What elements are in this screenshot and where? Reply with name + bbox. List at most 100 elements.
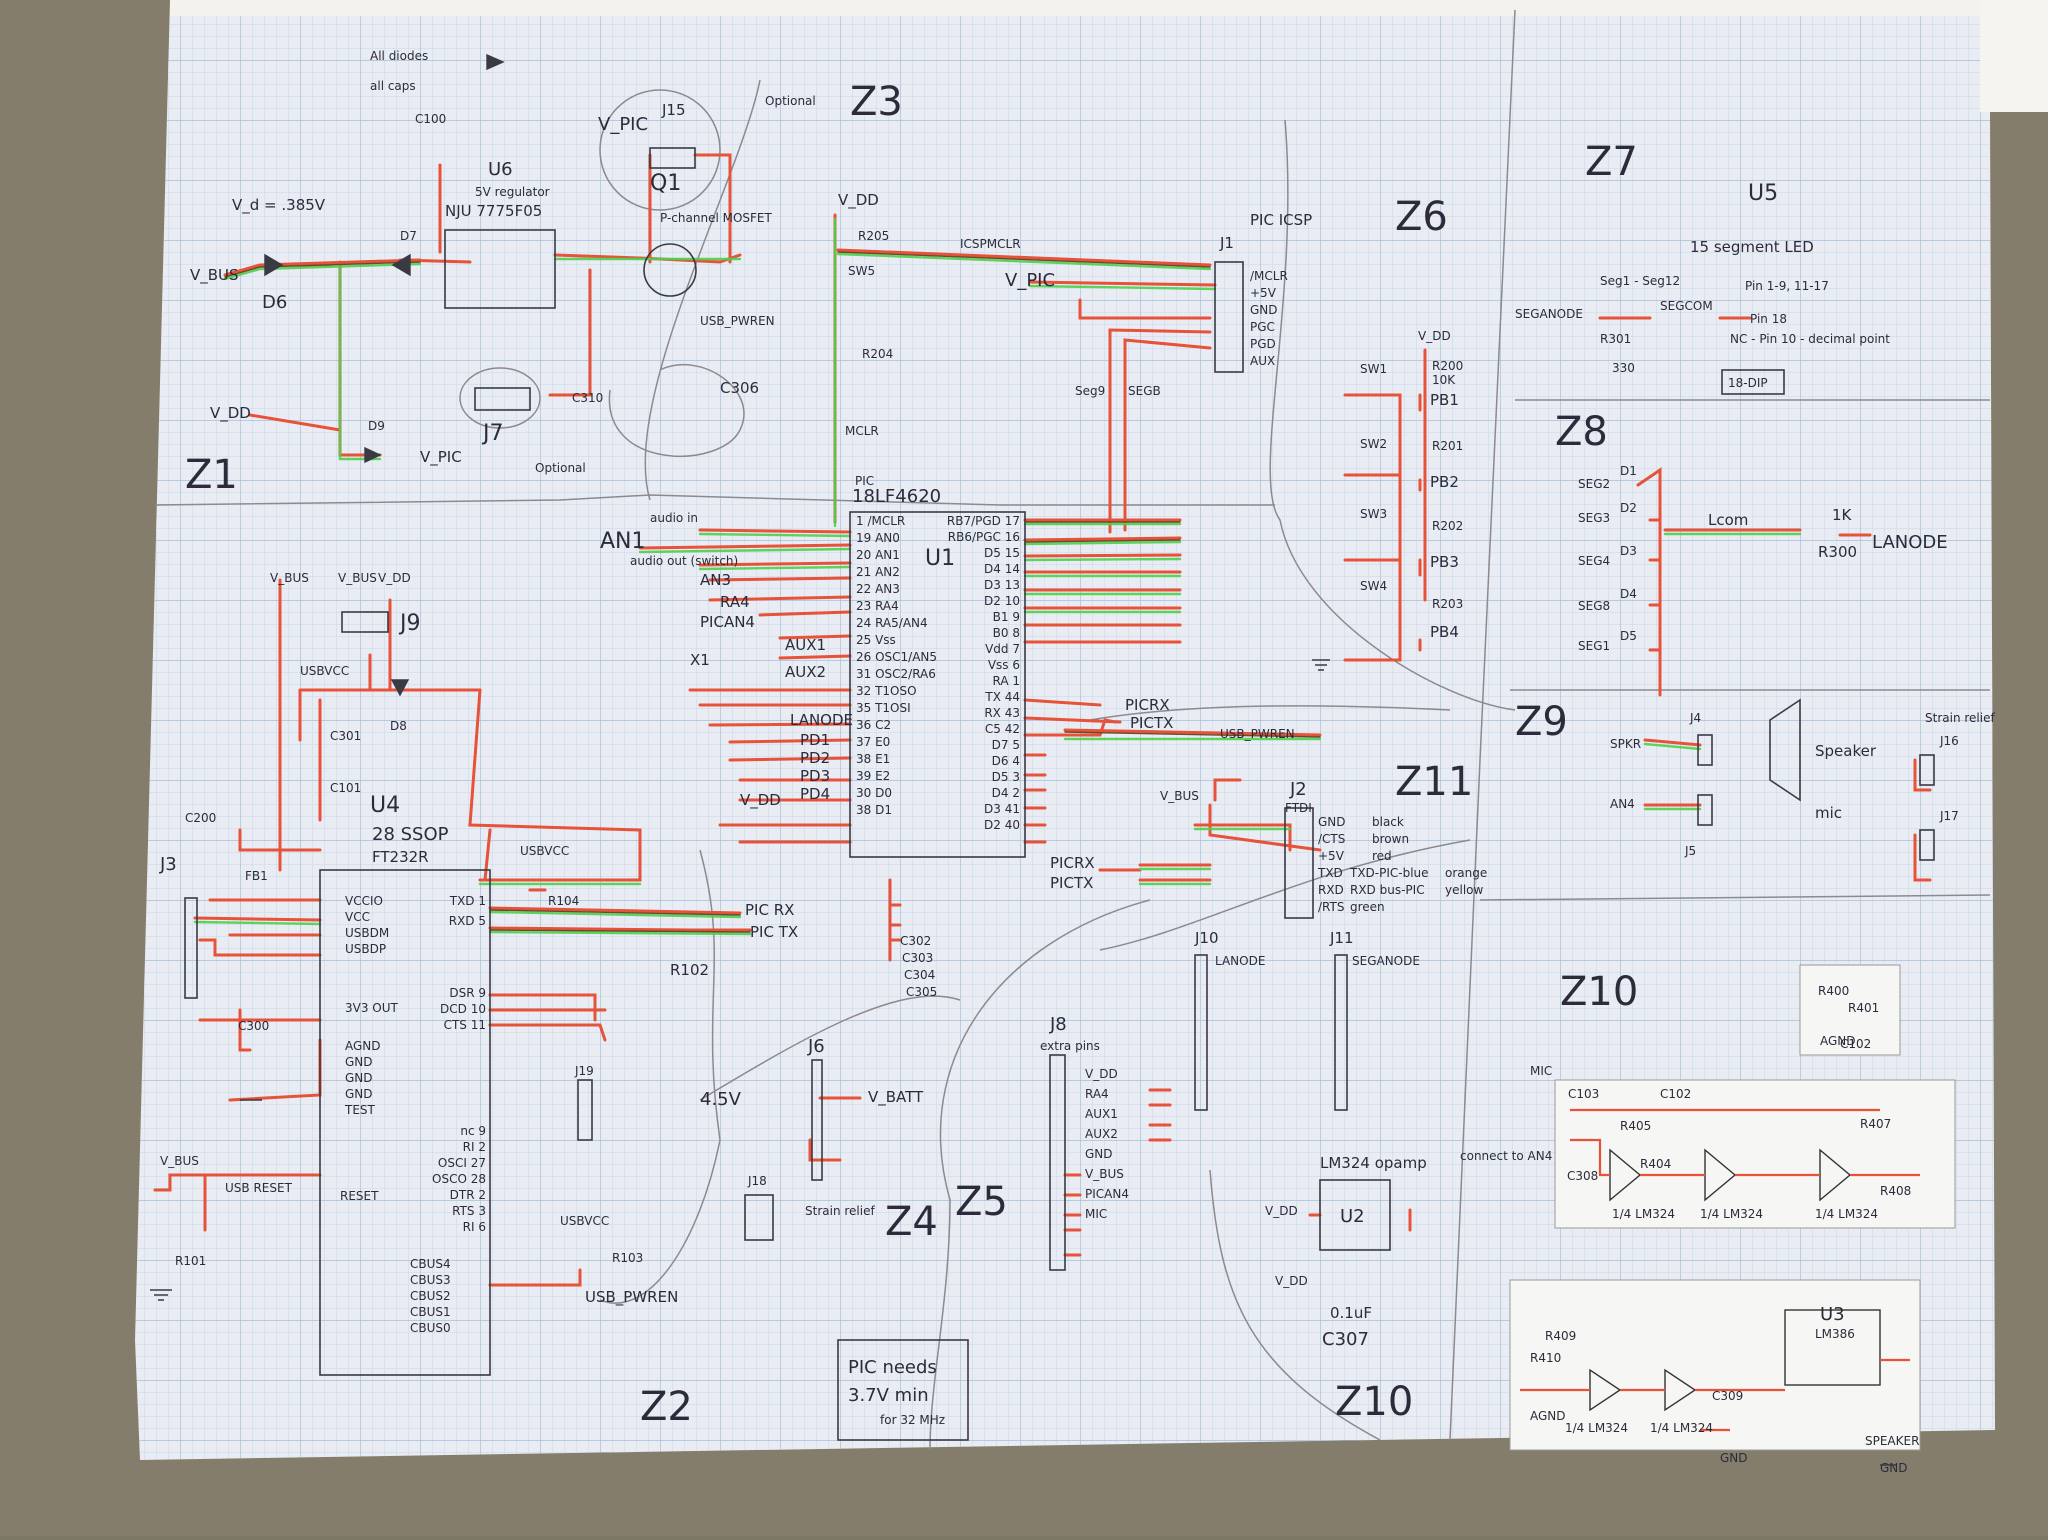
j8-pin-7: MIC <box>1085 1207 1107 1221</box>
u4-lpin-2: USBDM <box>345 926 389 940</box>
u4-lpin-8: GND <box>345 1087 373 1101</box>
wire-j2-data <box>1098 863 1212 882</box>
j11-box <box>1334 954 1348 1111</box>
c200-label: C200 <box>185 811 216 825</box>
u3-box <box>1784 1309 1881 1386</box>
wire-led-com <box>1636 467 1662 697</box>
u1-lpin-3: 21 AN2 <box>856 565 900 579</box>
u1-left-pins: 1 /MCLR 19 AN0 20 AN1 21 AN2 22 AN3 23 R… <box>856 514 937 817</box>
u1-lpin-5: 23 RA4 <box>856 599 899 613</box>
c308-label: C308 <box>1567 1169 1598 1183</box>
wire-u1-right-bottom <box>1023 753 1047 844</box>
u4-lpin-14: CBUS1 <box>410 1305 451 1319</box>
icsp-title: PIC ICSP <box>1250 211 1312 229</box>
wire-buttons <box>1343 468 1402 562</box>
u1-rpin-14: D7 5 <box>992 738 1020 752</box>
vdd-label-1: V_DD <box>210 404 251 423</box>
legend-caps: all caps <box>370 79 416 93</box>
u4-lpin-13: CBUS2 <box>410 1289 451 1303</box>
j6-ref: J6 <box>807 1036 825 1057</box>
c301-label: C301 <box>330 729 361 743</box>
d9-symbol <box>364 446 382 464</box>
vdd-label-4: V_DD <box>378 571 411 585</box>
j8-pins: V_DD RA4 AUX1 AUX2 GND V_BUS PICAN4 MIC <box>1085 1067 1129 1221</box>
c307-label: C307 <box>1322 1329 1369 1350</box>
led-d2: D2 <box>1620 501 1637 515</box>
u1-rpin-4: D3 13 <box>984 578 1020 592</box>
u1-lpin-2: 20 AN1 <box>856 548 900 562</box>
note-optional-2: Optional <box>535 461 586 475</box>
zone-labels: Z1 Z2 Z3 Z4 Z5 Z6 Z7 Z8 Z9 Z10 Z11 Z10 <box>185 79 1638 1430</box>
j2-pin-0: GND <box>1318 815 1346 829</box>
wire-j10 <box>1148 1088 1172 1142</box>
d7-symbol <box>391 253 411 277</box>
wire-j8 <box>1063 1173 1082 1257</box>
wire-usb-pwren-u1 <box>1063 728 1322 737</box>
lcom-label: Lcom <box>1708 511 1748 529</box>
u2-ref: U2 <box>1340 1206 1365 1227</box>
j6-box <box>811 1059 823 1181</box>
j3-label: J3 <box>159 854 177 875</box>
opamp-box <box>1319 1179 1391 1251</box>
green-wires <box>193 217 1802 936</box>
j9-label: J9 <box>398 611 421 636</box>
j11-ref: J11 <box>1329 929 1354 947</box>
led-4: SEG1 <box>1578 639 1610 653</box>
u4-lpin-4: 3V3 OUT <box>345 1001 399 1015</box>
r201-label: R201 <box>1432 439 1463 453</box>
c304-label: C304 <box>904 968 935 982</box>
u4-lpin-11: CBUS4 <box>410 1257 451 1271</box>
optional-circle-1 <box>599 89 721 211</box>
wire-icspmclr <box>836 248 1212 267</box>
u5-ref: U5 <box>1748 181 1778 206</box>
u4-pkg: 28 SSOP <box>372 824 449 845</box>
aux1-label: AUX1 <box>785 636 826 654</box>
mic-label: mic <box>1815 804 1842 822</box>
led-3: SEG8 <box>1578 599 1610 613</box>
pd2-label: PD2 <box>800 749 830 767</box>
u1-rpin-19: D2 40 <box>984 818 1020 832</box>
led-d4: D4 <box>1620 587 1637 601</box>
u5-pkg: 18-DIP <box>1728 376 1768 390</box>
j16-box <box>1919 754 1935 786</box>
wire-vpic-icsp <box>1028 280 1217 287</box>
vbus-label-2: V_BUS <box>270 571 309 585</box>
pd4-label: PD4 <box>800 785 830 803</box>
usbvcc-label-2: USBVCC <box>520 844 569 858</box>
c300-label: C300 <box>238 1019 269 1033</box>
vdd-label-6: V_DD <box>1265 1204 1298 1218</box>
j2-color-5: green <box>1350 900 1385 914</box>
d8-label: D8 <box>390 719 407 733</box>
pb4-label: PB4 <box>1430 623 1459 641</box>
wire-opamp <box>1308 1208 1412 1232</box>
u4-rpin-5: nc 9 <box>460 1124 486 1138</box>
aux2-label: AUX2 <box>785 663 826 681</box>
pchan-label: P-channel MOSFET <box>660 211 773 225</box>
zone-label-z7: Z7 <box>1585 139 1638 185</box>
u4-rpin-1: RXD 5 <box>449 914 486 928</box>
u4-rpin-11: RI 6 <box>463 1220 486 1234</box>
j10-box <box>1194 954 1208 1111</box>
battery-relief: Strain relief <box>805 1204 875 1218</box>
wire-ftdi-right <box>488 993 607 1042</box>
r202-label: R202 <box>1432 519 1463 533</box>
wire-vbus-j2 <box>1208 803 1322 852</box>
dip-box <box>1721 369 1785 395</box>
c102-label: C102 <box>1660 1087 1691 1101</box>
u1-lpin-17: 38 D1 <box>856 803 892 817</box>
icsp-pin-5: PGD <box>1250 337 1276 351</box>
u1-lpin-16: 30 D0 <box>856 786 892 800</box>
lanode-out: LANODE <box>1872 532 1948 553</box>
wire-spkr-mic <box>1643 738 1932 882</box>
zone-line-14 <box>699 849 721 1141</box>
speaker-symbol <box>1769 698 1801 802</box>
u4-rpin-0: TXD 1 <box>449 894 486 908</box>
diode-symbols <box>264 53 505 697</box>
usb-pwren-3: USB_PWREN <box>585 1288 678 1307</box>
opamp-title: LM324 opamp <box>1320 1154 1427 1172</box>
wire-button-pullups <box>1418 348 1427 652</box>
pb1-label: PB1 <box>1430 391 1459 409</box>
quarter-lm324-4: 1/4 LM324 <box>1565 1421 1628 1435</box>
audio-in-label: audio in <box>650 511 698 525</box>
c303-label: C303 <box>902 951 933 965</box>
